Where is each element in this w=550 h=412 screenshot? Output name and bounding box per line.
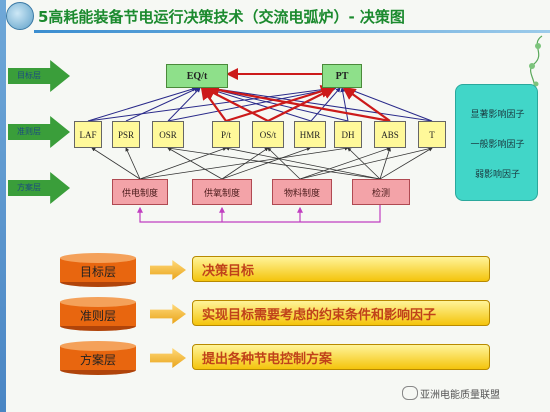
layer-cylinder-criteria-icon xyxy=(60,297,136,331)
node-eq-per-t: EQ/t xyxy=(166,64,228,88)
legend-weak-factor: 弱影响因子 xyxy=(474,169,520,179)
plan-layer-label: 方案层 xyxy=(17,182,41,192)
watermark-text: 亚洲电能质量联盟 xyxy=(420,390,500,401)
legend-normal-factor: 一般影响因子 xyxy=(470,139,525,149)
layer-cylinder-target-icon xyxy=(60,253,136,287)
criteria-layer-label: 准则层 xyxy=(17,126,41,136)
row-criteria-description: 实现目标需要考虑的约束条件和影响因子 xyxy=(192,300,490,326)
logo-icon xyxy=(6,2,34,30)
node-t: T xyxy=(418,121,446,148)
left-accent-bar xyxy=(0,0,6,412)
row-target-layer-label: 目标层 xyxy=(79,264,116,279)
target-layer-label: 目标层 xyxy=(17,70,41,80)
row-plan-description: 提出各种节电控制方案 xyxy=(192,344,490,370)
node-osr: OSR xyxy=(152,121,184,148)
slide-title: 5高耗能装备节电运行决策技术（交流电弧炉）- 决策图 xyxy=(38,8,405,26)
node-p-per-t: P/t xyxy=(212,121,240,148)
wechat-icon xyxy=(402,386,418,400)
node-dh: DH xyxy=(334,121,362,148)
node-power-supply-regime: 供电制度 xyxy=(112,179,168,205)
title-underline xyxy=(34,30,550,33)
node-material-regime: 物料制度 xyxy=(272,179,332,205)
row-criteria-layer-label: 准则层 xyxy=(79,308,116,323)
decorative-vine-icon xyxy=(529,35,543,93)
node-laf: LAF xyxy=(74,121,102,148)
legend-strong-factor: 显著影响因子 xyxy=(470,109,525,119)
layer-cylinder-plan-icon xyxy=(60,341,136,375)
row-target-description: 决策目标 xyxy=(192,256,490,282)
node-oxygen-supply-regime: 供氧制度 xyxy=(192,179,252,205)
influence-legend: 显著影响因子 一般影响因子 弱影响因子 xyxy=(455,84,538,201)
row-plan-layer-label: 方案层 xyxy=(79,352,116,367)
node-os-per-t: OS/t xyxy=(252,121,284,148)
node-hmr: HMR xyxy=(294,121,326,148)
node-abs: ABS xyxy=(374,121,406,148)
node-psr: PSR xyxy=(112,121,140,148)
node-detection: 检测 xyxy=(352,179,410,205)
node-pt: PT xyxy=(322,64,362,88)
